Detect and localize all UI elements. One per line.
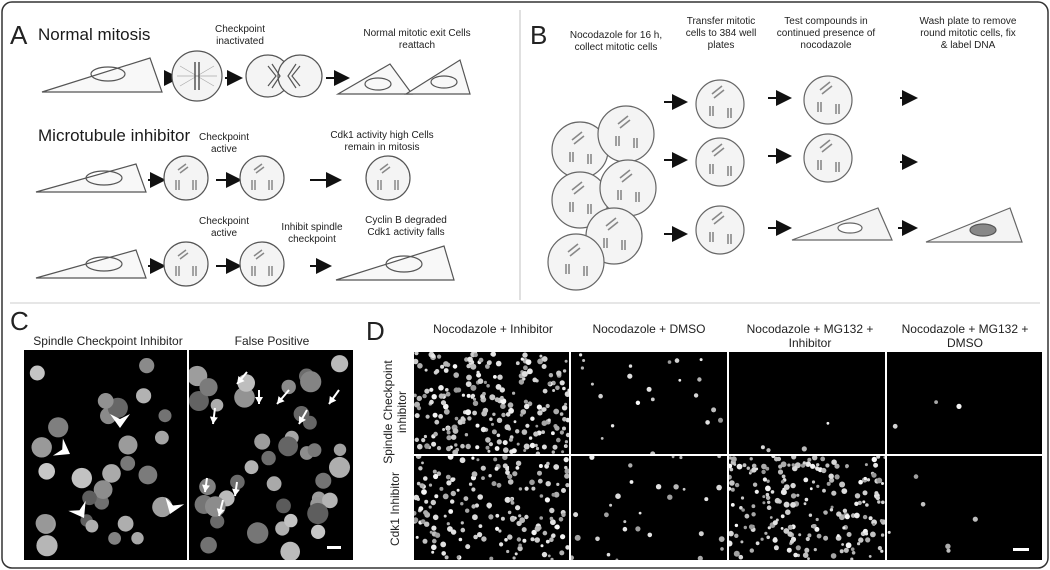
panel-d-r1c3 bbox=[729, 352, 885, 454]
panel-c-spindle-image bbox=[24, 350, 187, 560]
panel-c-left-label: Spindle Checkpoint Inhibitor bbox=[33, 334, 183, 348]
panel-d-letter: D bbox=[366, 316, 385, 346]
panel-d-r2c2 bbox=[571, 456, 727, 560]
checkpoint-active-label-2: Checkpoint active bbox=[198, 216, 250, 239]
screen-cell-cluster bbox=[547, 105, 657, 291]
panel-c-false-positive-image bbox=[189, 350, 353, 560]
panel-c-right-label: False Positive bbox=[234, 334, 310, 348]
inhibit-spindle-label: Inhibit spindle checkpoint bbox=[281, 222, 343, 245]
panel-d-r1c1 bbox=[414, 352, 569, 454]
panel-d-col-2-label: Nocodazole + DMSO bbox=[592, 322, 706, 336]
microtubule-row-2 bbox=[35, 241, 455, 287]
checkpoint-inactivated-label: Checkpoint inactivated bbox=[214, 24, 266, 47]
cyclin-degraded-label: Cyclin B degraded Cdk1 activity falls bbox=[365, 215, 447, 238]
step4-label: Wash plate to remove round mitotic cells… bbox=[919, 16, 1017, 51]
cdk1-high-label: Cdk1 activity high Cells remain in mitos… bbox=[330, 130, 434, 153]
panel-d-col-1-label: Nocodazole + Inhibitor bbox=[433, 322, 553, 336]
panel-d-r1c2 bbox=[571, 352, 727, 454]
panel-b-letter: B bbox=[530, 20, 548, 50]
panel-d-r2c3 bbox=[729, 456, 885, 560]
step3-label: Test compounds in continued presence of … bbox=[776, 16, 876, 51]
panel-d-r2c1 bbox=[414, 456, 569, 560]
panel-d-r2c4 bbox=[887, 456, 1042, 560]
step2-label: Transfer mitotic cells to 384 well plate… bbox=[685, 16, 757, 51]
panel-d-row-2-label: Cdk1 Inhibitor bbox=[388, 471, 402, 547]
panel-c-letter: C bbox=[10, 306, 29, 336]
panel-a-letter: A bbox=[10, 20, 28, 50]
step1-label: Nocodazole for 16 h, collect mitotic cel… bbox=[569, 30, 663, 53]
panel-d-row-1-label: Spindle Checkpoint inhibitor bbox=[381, 360, 409, 464]
normal-mitosis-row bbox=[41, 50, 471, 102]
panel-d-col-3-label: Nocodazole + MG132 + Inhibitor bbox=[746, 322, 874, 350]
panel-d-r1c4 bbox=[887, 352, 1042, 454]
panel-d-col-4-label: Nocodazole + MG132 + DMSO bbox=[901, 322, 1029, 350]
normal-mitosis-title: Normal mitosis bbox=[38, 25, 151, 44]
screen-flow bbox=[664, 75, 1023, 255]
checkpoint-active-label-1: Checkpoint active bbox=[198, 132, 250, 155]
microtubule-row-1 bbox=[35, 155, 411, 201]
normal-exit-label: Normal mitotic exit Cells reattach bbox=[363, 28, 471, 51]
microtubule-inhibitor-title: Microtubule inhibitor bbox=[38, 126, 191, 145]
